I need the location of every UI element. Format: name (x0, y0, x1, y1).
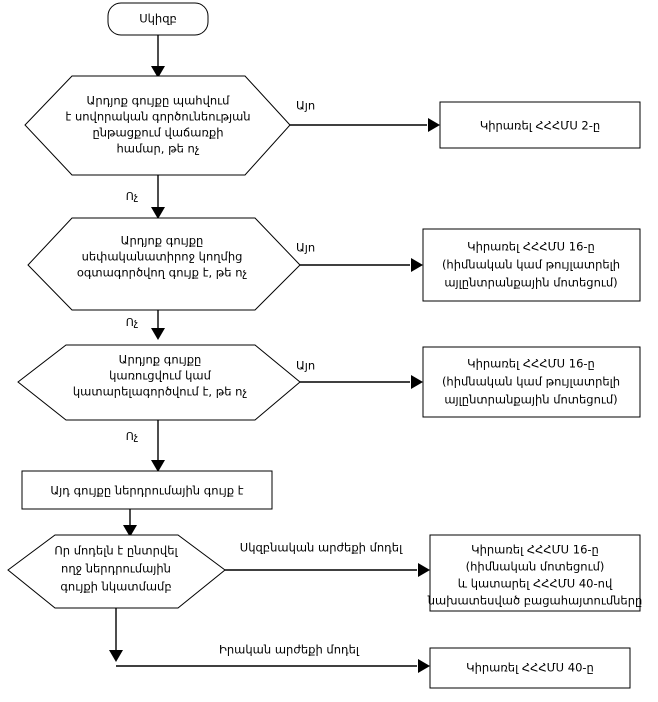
result5-shape (429, 647, 631, 689)
process-investment-line-1: Այդ գույքը ներդրումային գույք է (50, 484, 243, 498)
connector-process-to-decision4 (123, 509, 137, 537)
result2-shape (422, 228, 641, 302)
start-label: Սկիզբ (139, 12, 177, 26)
arrow-icon (109, 650, 123, 662)
decision4-shape (7, 534, 226, 609)
node-process-investment[interactable]: Այդ գույքը ներդրումային գույք է (21, 470, 273, 510)
result1-shape (439, 101, 641, 149)
node-decision1[interactable]: Արդյոք գույքը պահվում է սովորական գործու… (24, 75, 291, 176)
decision3-line-1: Արդյոք գույքը (119, 353, 202, 367)
arrow-icon (151, 207, 165, 219)
result1-line-1: Կիրառել ՀՀՀՄՍ 2-ը (480, 119, 600, 133)
result3-line-1: Կիրառել ՀՀՀՄՍ 16-ը (467, 357, 595, 371)
arrow-icon (428, 118, 440, 132)
connector-decision4-fair-value-model: Իրական արժեքի մոդել (109, 608, 430, 673)
decision2-line-3: օգտագործվող գույք է, թե ոչ (77, 266, 248, 280)
result2-line-2: (հիմնական կամ թույլատրելի (442, 258, 620, 272)
edge-label-no1: Ոչ (126, 190, 139, 203)
arrow-icon (411, 375, 423, 389)
decision1-line-2: է սովորական գործունեության (65, 110, 250, 124)
arrow-icon (418, 659, 430, 673)
arrow-icon (411, 258, 423, 272)
decision1-line-4: համար, թե ոչ (117, 142, 200, 156)
result2-line-1: Կիրառել ՀՀՀՄՍ 16-ը (467, 240, 595, 254)
decision2-shape (27, 217, 301, 311)
result3-shape (422, 346, 641, 418)
connector-decision3-yes: Այո (296, 359, 423, 389)
edge-label-cost-model: Սկզբնական արժեքի մոդել (240, 541, 403, 555)
result4-line-1: Կիրառել ՀՀՀՄՍ 16-ը (471, 543, 599, 557)
decision3-line-3: կատարելագործվում է, թե ոչ (73, 385, 248, 399)
result4-line-3: և կատարել ՀՀՀՄՍ 40-ով (458, 577, 613, 591)
arrow-icon (418, 563, 430, 577)
connector-decision4-cost-model: Սկզբնական արժեքի մոդել (225, 541, 430, 577)
node-result4[interactable]: Կիրառել ՀՀՀՄՍ 16-ը (հիմնական մոտեցում) և… (427, 534, 643, 612)
edge-label-fair-value-model: Իրական արժեքի մոդել (219, 643, 360, 657)
node-decision2[interactable]: Արդյոք գույքը սեփականատիրոջ կողմից օգտագ… (27, 217, 301, 311)
decision4-line-1: Որ մոդելն է ընտրվել (54, 544, 178, 558)
node-result2[interactable]: Կիրառել ՀՀՀՄՍ 16-ը (հիմնական կամ թույլատ… (422, 228, 641, 302)
result4-line-2: (հիմնական մոտեցում) (466, 560, 605, 574)
decision3-line-2: կառուցվում կամ (109, 369, 212, 383)
result3-line-3: այլընտրանքային մոտեցում) (444, 393, 617, 407)
node-result1[interactable]: Կիրառել ՀՀՀՄՍ 2-ը (439, 101, 641, 149)
connector-decision2-yes: Այո (296, 241, 423, 272)
result2-line-3: այլընտրանքային մոտեցում) (444, 276, 617, 290)
decision2-line-2: սեփականատիրոջ կողմից (82, 250, 243, 264)
node-result5[interactable]: Կիրառել ՀՀՀՄՍ 40-ը (429, 647, 631, 689)
arrow-icon (151, 328, 165, 340)
edge-label-no3: Ոչ (126, 430, 139, 443)
decision1-shape (24, 75, 291, 176)
result3-line-2: (հիմնական կամ թույլատրելի (442, 375, 620, 389)
edge-label-yes2: Այո (296, 241, 315, 255)
edge-label-yes3: Այո (296, 359, 315, 373)
arrow-icon (151, 66, 165, 78)
decision2-line-1: Արդյոք գույքը (121, 234, 204, 248)
node-decision3[interactable]: Արդյոք գույքը կառուցվում կամ կատարելագոր… (17, 344, 301, 421)
connector-decision2-no: Ոչ (126, 310, 165, 340)
result4-shape (429, 534, 641, 612)
connector-decision1-no: Ոչ (126, 175, 165, 219)
connector-decision3-no: Ոչ (126, 420, 165, 472)
result4-line-4: նախատեսված բացահայտումները (427, 594, 643, 608)
arrow-icon (151, 460, 165, 472)
arrow-icon (123, 525, 137, 537)
process-investment-shape (21, 470, 273, 510)
connector-start-to-decision1 (151, 35, 165, 78)
edge-label-no2: Ոչ (126, 316, 139, 329)
connector-decision1-yes: Այո (290, 99, 440, 132)
node-decision4[interactable]: Որ մոդելն է ընտրվել ողջ ներդրումային գու… (7, 534, 226, 609)
decision4-line-2: ողջ ներդրումային (61, 562, 171, 576)
decision1-line-1: Արդյոք գույքը պահվում (87, 94, 231, 108)
decision3-shape (17, 344, 301, 421)
result5-line-1: Կիրառել ՀՀՀՄՍ 40-ը (466, 661, 594, 675)
node-start[interactable]: Սկիզբ (107, 2, 209, 36)
decision1-line-3: ընթացքում վաճառքի (92, 126, 223, 140)
node-result3[interactable]: Կիրառել ՀՀՀՄՍ 16-ը (հիմնական կամ թույլատ… (422, 346, 641, 418)
edge-label-yes1: Այո (296, 99, 315, 113)
decision4-line-3: գույքի նկատմամբ (60, 580, 171, 594)
